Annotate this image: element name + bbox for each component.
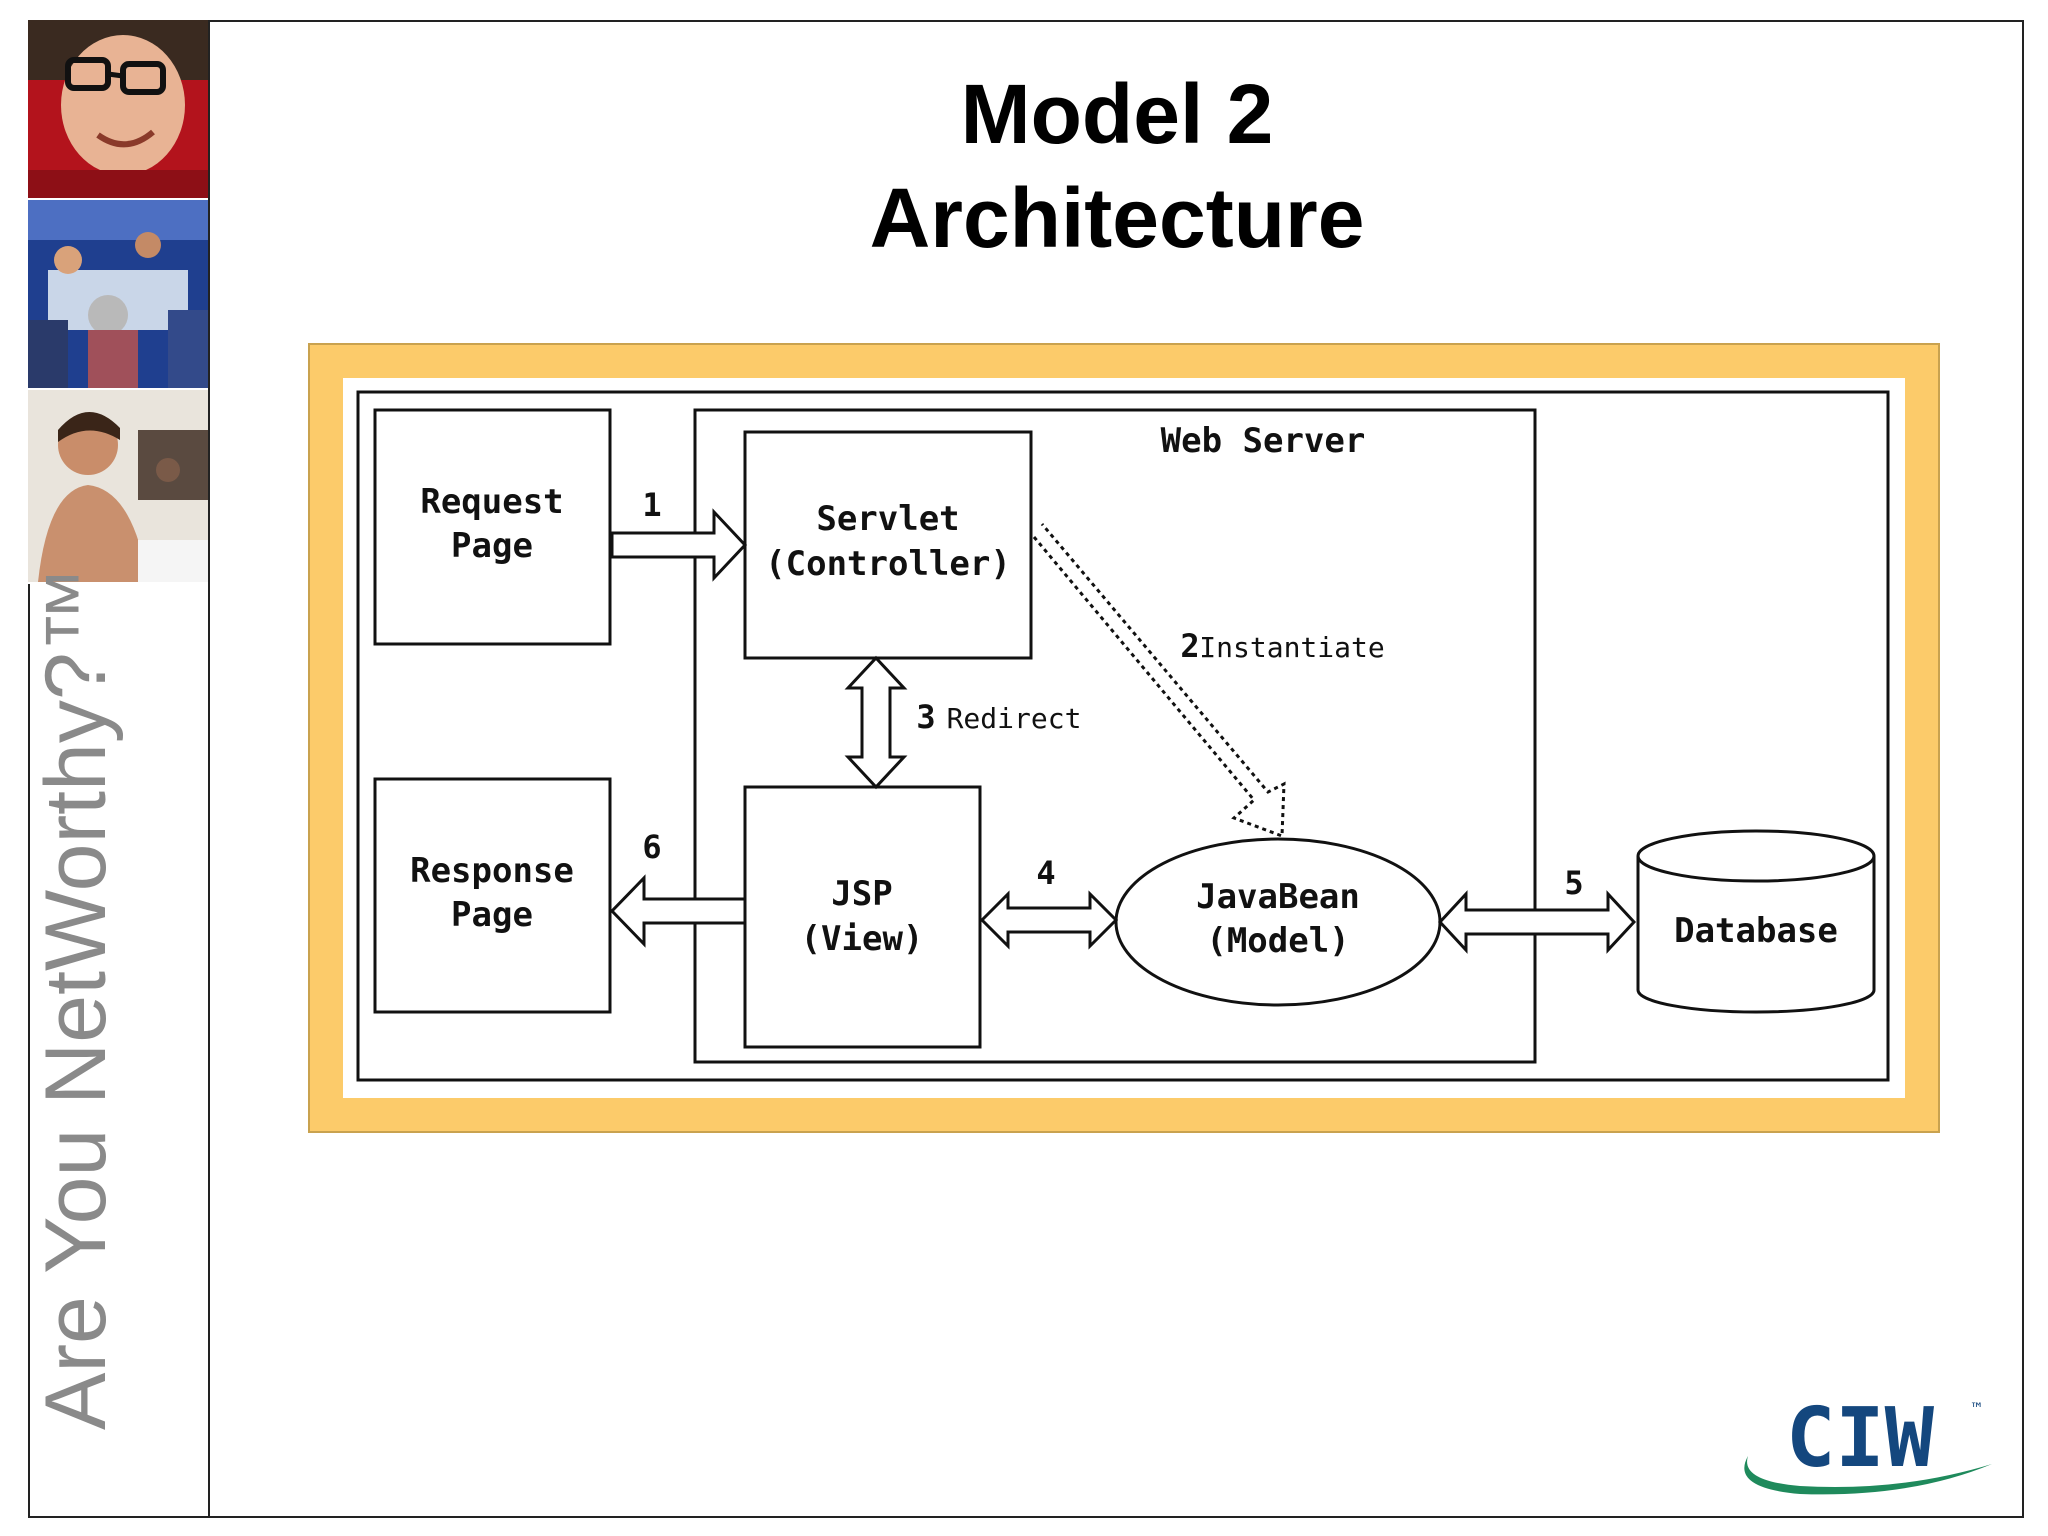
jsp-label-1: JSP [831, 874, 892, 914]
diagram-border [356, 390, 1890, 1082]
arrow-5-label: 5 [1564, 864, 1583, 902]
photo-man-with-glasses [28, 20, 208, 198]
logo-swoosh [1744, 1456, 1992, 1495]
request-page-label-2: Page [451, 526, 533, 566]
javabean-label-1: JavaBean [1196, 877, 1360, 917]
photo-divider [28, 582, 208, 584]
logo-trademark: ™ [1971, 1399, 1982, 1418]
arrow-2-number: 2 [1180, 627, 1199, 665]
web-server-label: Web Server [1161, 421, 1366, 461]
servlet-label-2: (Controller) [765, 544, 1011, 584]
servlet-label-1: Servlet [816, 499, 959, 539]
jsp-box [743, 785, 982, 1049]
sidebar [28, 20, 210, 1518]
jsp-label-2: (View) [801, 919, 924, 959]
response-page-label-2: Page [451, 895, 533, 935]
arrow-6-jsp-to-response [609, 874, 747, 948]
request-page-label-1: Request [420, 482, 563, 522]
photo-meeting-table [28, 200, 208, 388]
arrow-4-label: 4 [1036, 854, 1055, 892]
arrow-3-redirect [844, 655, 908, 790]
ciw-logo: CIW ™ [1740, 1386, 2000, 1496]
logo-text: CIW [1786, 1391, 1935, 1486]
response-page-box [373, 777, 612, 1014]
photo-divider [28, 388, 208, 390]
database-label: Database [1674, 911, 1838, 951]
photo-divider [28, 198, 208, 200]
web-server-boundary [693, 408, 1537, 1064]
title-line-1: Model 2 [960, 67, 1274, 161]
arrow-2-label: Instantiate [1199, 631, 1384, 664]
arrow-6-label: 6 [642, 828, 661, 866]
arrow-3-number: 3 [916, 698, 935, 736]
arrow-5-javabean-database [1437, 890, 1637, 954]
arrow-1-label: 1 [642, 486, 661, 524]
arrow-2-instantiate [1032, 523, 1286, 839]
response-page-label-1: Response [410, 851, 574, 891]
javabean-label-2: (Model) [1206, 921, 1349, 961]
title-line-2: Architecture [869, 171, 1365, 265]
photo-woman-at-table [28, 390, 208, 582]
servlet-box [743, 430, 1033, 660]
arrow-4-jsp-javabean [979, 890, 1119, 950]
request-page-box [373, 408, 612, 646]
database-cylinder [1636, 829, 1876, 1014]
arrow-1-request-to-servlet [610, 508, 748, 582]
slide-title: Model 2 Architecture [210, 62, 2024, 270]
arrow-3-label: Redirect [947, 702, 1082, 735]
